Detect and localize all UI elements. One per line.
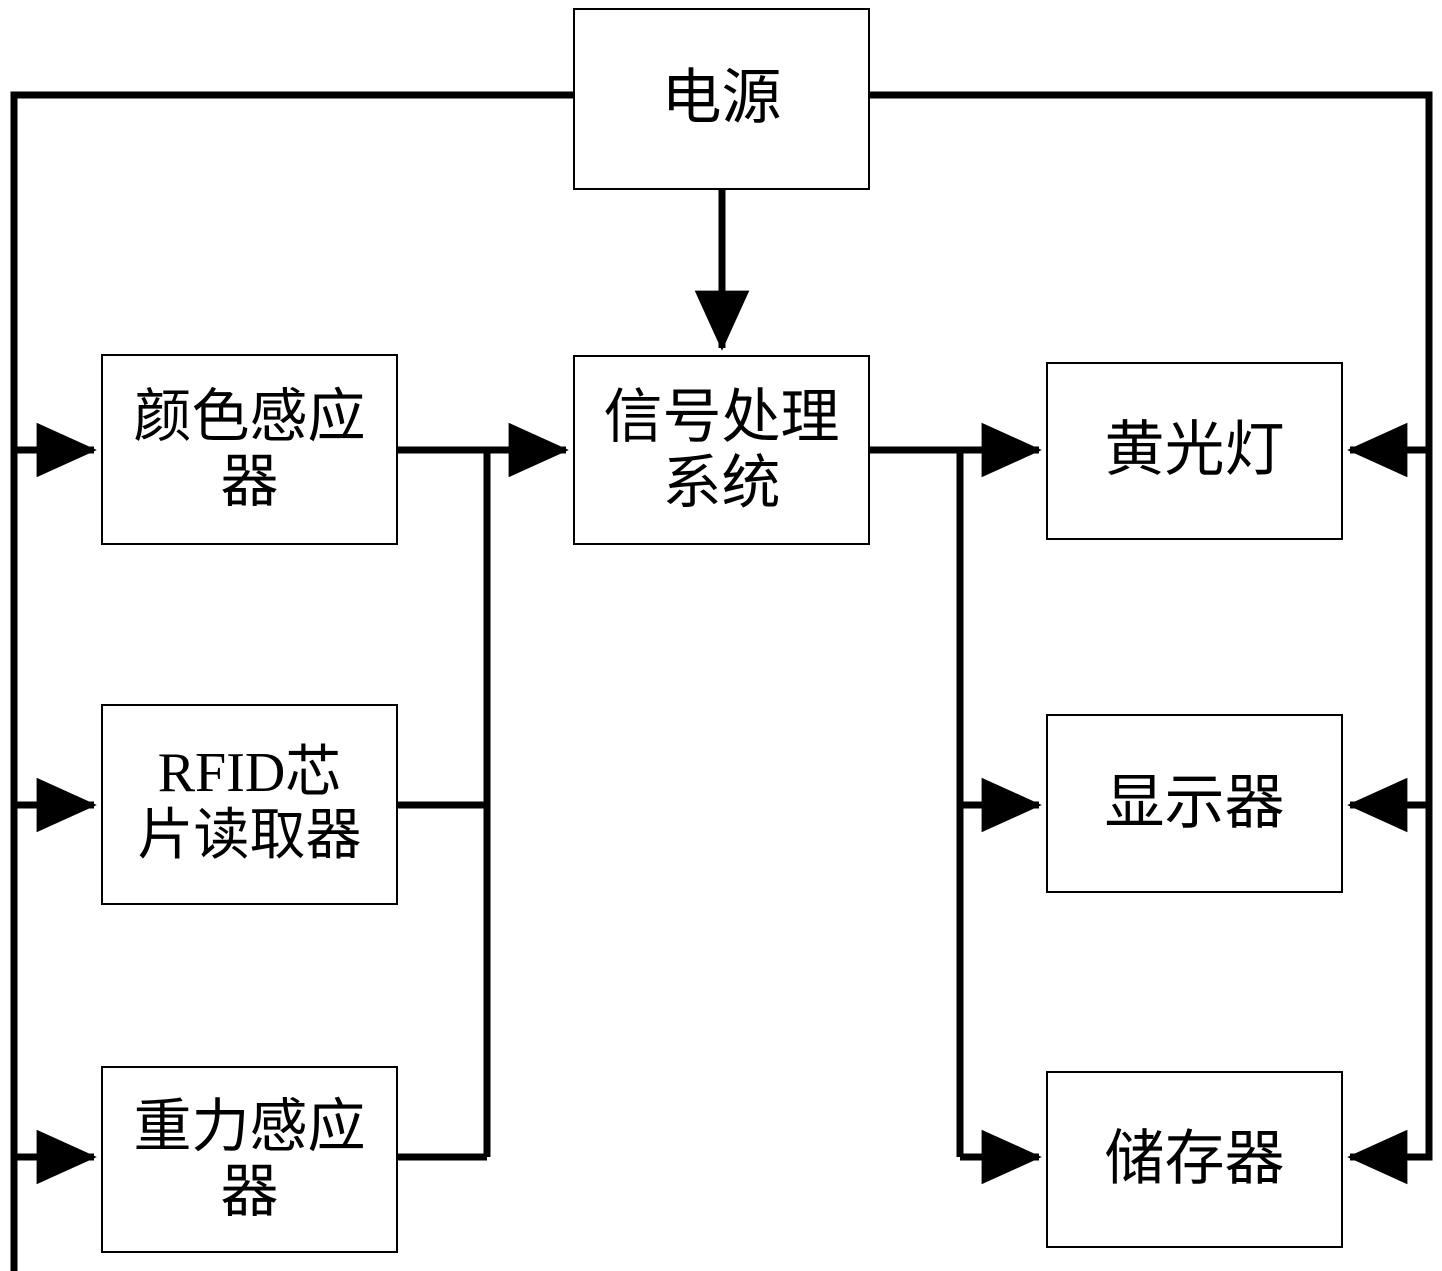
node-color-sensor-label: 颜色感应 器 [133, 383, 366, 514]
node-color-sensor[interactable]: 颜色感应 器 [101, 354, 398, 545]
node-gravity-sensor-label: 重力感应 器 [133, 1093, 366, 1224]
wire-power-bus-left [10, 91, 573, 1271]
node-power-label: 电源 [661, 65, 782, 132]
node-storage[interactable]: 储存器 [1046, 1071, 1343, 1248]
node-storage-label: 储存器 [1104, 1125, 1285, 1192]
node-rfid-reader[interactable]: RFID芯 片读取器 [101, 704, 398, 905]
node-rfid-reader-label: RFID芯 片读取器 [137, 741, 362, 867]
node-yellow-light-label: 黄光灯 [1104, 417, 1285, 484]
node-gravity-sensor[interactable]: 重力感应 器 [101, 1066, 398, 1253]
node-display-label: 显示器 [1104, 769, 1285, 836]
node-yellow-light[interactable]: 黄光灯 [1046, 362, 1343, 540]
node-power[interactable]: 电源 [573, 8, 870, 190]
wire-power-bus-right [870, 91, 1433, 1185]
node-display[interactable]: 显示器 [1046, 714, 1343, 893]
node-signal-processor-label: 信号处理 系统 [603, 383, 840, 516]
node-signal-processor[interactable]: 信号处理 系统 [573, 355, 870, 545]
